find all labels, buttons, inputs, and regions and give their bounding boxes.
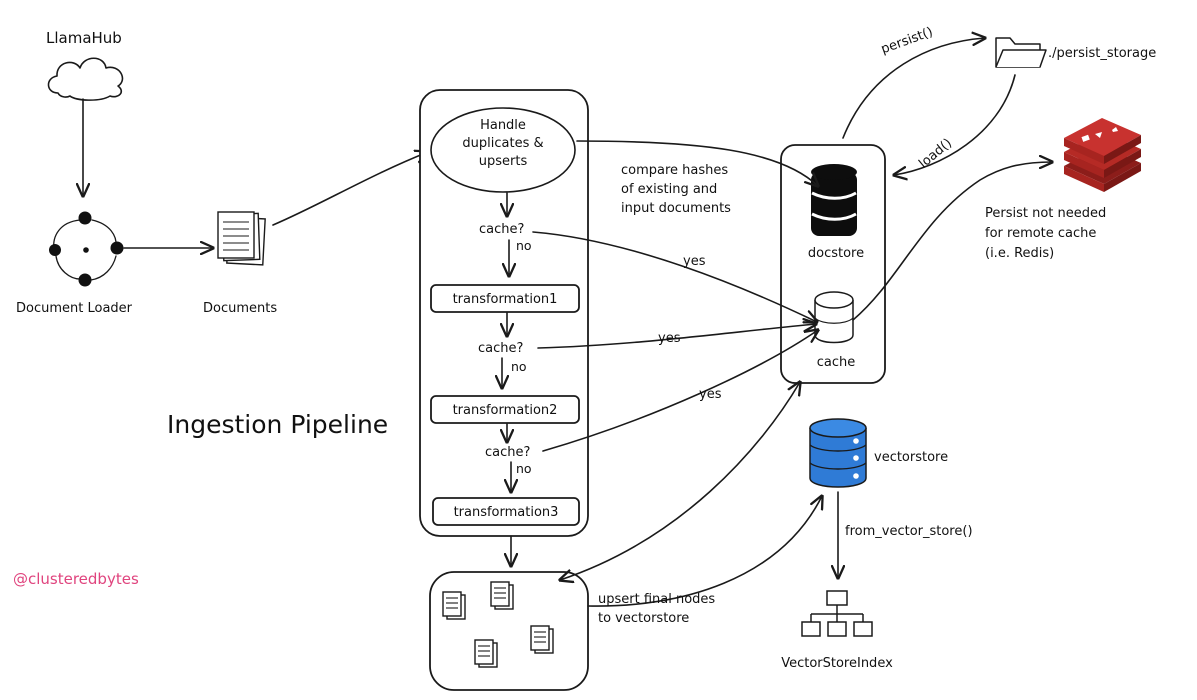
- docstore-label: docstore: [808, 246, 864, 261]
- cache-to-redis-arrow: [852, 162, 1052, 321]
- cache2-yes-arrow: [537, 324, 816, 349]
- author-handle: @clusteredbytes: [13, 570, 139, 588]
- no1-label: no: [516, 238, 532, 253]
- folder-icon: [995, 37, 1047, 68]
- no2-label: no: [511, 359, 527, 374]
- llamahub-label: LlamaHub: [46, 29, 122, 47]
- documents-to-pipeline-arrow: [272, 152, 428, 226]
- persist-note-line1: Persist not needed: [985, 206, 1106, 221]
- cache1-yes-arrow: [532, 231, 817, 322]
- persist-arrow: [842, 38, 985, 139]
- cache-q3: cache?: [485, 445, 530, 460]
- cache-database-icon: [814, 291, 854, 344]
- nodes-to-vectorstore-arrow: [587, 496, 822, 607]
- handle-line1: Handle: [480, 118, 526, 133]
- persist-storage-label: ./persist_storage: [1048, 46, 1156, 61]
- cache-q1: cache?: [479, 222, 524, 237]
- transformation1-box: [430, 284, 580, 313]
- vectorstore-label: vectorstore: [874, 450, 948, 465]
- yes2-label: yes: [658, 331, 681, 346]
- pipeline-title: Ingestion Pipeline: [167, 410, 388, 439]
- document-loader-label: Document Loader: [16, 301, 133, 316]
- handle-line3: upserts: [479, 154, 528, 169]
- vector-store-index-label: VectorStoreIndex: [781, 656, 893, 671]
- documents-label: Documents: [203, 301, 277, 316]
- pipeline-container: [419, 89, 589, 537]
- yes1-label: yes: [683, 254, 706, 269]
- load-arrow: [894, 74, 1016, 175]
- compare-line3: input documents: [621, 201, 731, 216]
- load-label: load(): [916, 136, 955, 172]
- cache-q2: cache?: [478, 341, 523, 356]
- handle-to-docstore-arrow: [576, 140, 818, 186]
- upsert-line2: to vectorstore: [598, 611, 689, 626]
- handle-duplicates-node: [430, 107, 576, 193]
- nodes-documents-icon: [442, 581, 554, 668]
- docstore-to-nodes-arrow: [560, 382, 800, 580]
- cache-label: cache: [817, 355, 856, 370]
- documents-stack-icon: [217, 211, 266, 266]
- yes3-label: yes: [699, 387, 722, 402]
- from-vector-store-label: from_vector_store(): [845, 524, 973, 539]
- transformation3-label: transformation3: [454, 505, 559, 520]
- redis-icon: [1064, 118, 1141, 192]
- transformation2-label: transformation2: [453, 403, 558, 418]
- persist-note-line3: (i.e. Redis): [985, 246, 1054, 261]
- nodes-container: [429, 571, 589, 691]
- handle-line2: duplicates &: [462, 136, 543, 151]
- document-loader-icon: [49, 211, 124, 287]
- cloud-icon: [47, 57, 124, 101]
- compare-line1: compare hashes: [621, 163, 728, 178]
- compare-line2: of existing and: [621, 182, 717, 197]
- database-icon: [811, 164, 857, 236]
- tree-hierarchy-icon: [801, 590, 873, 637]
- upsert-line1: upsert final nodes: [598, 592, 715, 607]
- persist-note-line2: for remote cache: [985, 226, 1096, 241]
- no3-label: no: [516, 461, 532, 476]
- transformation1-label: transformation1: [453, 292, 558, 307]
- vector-database-icon: [809, 418, 867, 488]
